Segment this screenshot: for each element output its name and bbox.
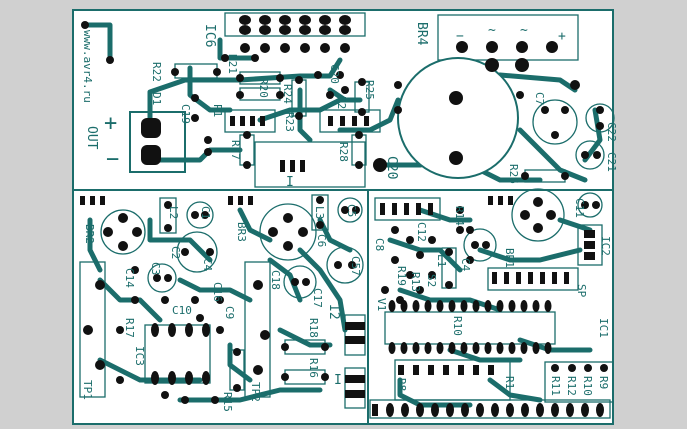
label-r10: R10 <box>451 316 464 336</box>
label-r21: R21 <box>226 54 239 74</box>
label-out-minus: − <box>106 147 119 172</box>
label-i2: I2 <box>326 304 341 320</box>
label-c57: C57 <box>349 256 362 276</box>
label-c11: C11 <box>573 198 586 218</box>
label-c4: C4 <box>201 258 214 272</box>
label-c21: C21 <box>605 152 618 172</box>
label-c5: C5 <box>345 204 358 217</box>
label-r11: R11 <box>549 376 562 396</box>
label-br2: BR2 <box>83 224 96 244</box>
label-c12: C12 <box>415 222 428 242</box>
label-c10: C10 <box>172 304 192 317</box>
label-r14: R14 <box>453 206 466 226</box>
label-br4-minus: − <box>456 29 464 44</box>
label-ic1: IC1 <box>597 318 610 338</box>
label-out: OUT <box>84 126 99 150</box>
label-r24: R24 <box>281 84 294 104</box>
watermark: www.avr4.ru <box>81 30 94 103</box>
label-v1: V1 <box>375 298 388 311</box>
label-c20b: C20 <box>384 156 399 179</box>
label-r15: R15 <box>221 392 234 412</box>
label-c9: C9 <box>223 306 236 319</box>
label-l1: L1 <box>435 254 448 267</box>
label-tp2: TP2 <box>249 382 262 402</box>
label-r23: R23 <box>283 112 296 132</box>
label-p1: P1 <box>211 104 224 117</box>
label-l2: L2 <box>167 206 180 219</box>
label-c6: C6 <box>315 234 328 247</box>
label-i-bottom: I <box>334 373 342 388</box>
label-c2: C2 <box>169 246 182 259</box>
label-p2: P2 <box>335 96 348 109</box>
label-c19: C19 <box>179 104 192 124</box>
outlines <box>79 12 615 419</box>
label-c1: C1 <box>199 206 212 219</box>
label-br4-tilde2: ~ <box>520 23 528 38</box>
label-c20: C20 <box>328 64 341 84</box>
label-r19: R19 <box>395 266 408 286</box>
label-c16: C16 <box>211 282 224 302</box>
label-c18: C18 <box>269 270 282 290</box>
label-c14: C14 <box>123 268 136 288</box>
label-l3: L3 <box>313 206 326 219</box>
label-c7: C7 <box>533 92 546 105</box>
label-br1: BR1 <box>503 248 516 268</box>
label-br4: BR4 <box>414 22 429 46</box>
component-labels: www.avr4.ru IC6 BR4 − ~ ~ + R22 R21 R20 … <box>81 22 618 412</box>
label-d1: D1 <box>150 92 163 105</box>
label-out-plus: + <box>104 111 117 136</box>
label-ic3: IC3 <box>133 346 146 366</box>
label-c8: C8 <box>373 238 386 251</box>
label-c17: C17 <box>311 288 324 308</box>
label-r9: R9 <box>597 376 610 389</box>
label-s2: S2 <box>425 274 438 287</box>
label-r28: R28 <box>337 142 350 162</box>
label-r22: R22 <box>150 62 163 82</box>
label-r1: R1 <box>503 376 516 389</box>
label-br3: BR3 <box>235 222 248 242</box>
label-r10b: R10 <box>581 376 594 396</box>
label-br4-plus: + <box>558 29 566 44</box>
label-r20: R20 <box>257 78 270 98</box>
label-r16: R16 <box>307 358 320 378</box>
label-sp: SP <box>575 284 588 298</box>
label-r17: R17 <box>123 318 136 338</box>
pads <box>80 15 608 417</box>
label-c22: C22 <box>605 122 618 142</box>
label-br4-tilde1: ~ <box>488 23 496 38</box>
label-r12: R12 <box>565 376 578 396</box>
label-ic2: IC2 <box>599 236 612 256</box>
label-tp1: TP1 <box>81 380 94 400</box>
label-ic6: IC6 <box>202 24 217 47</box>
label-i-top: I <box>286 175 294 190</box>
label-c3: C3 <box>149 262 162 275</box>
label-r26: R26 <box>507 164 520 184</box>
label-c4b: C4 <box>459 258 472 272</box>
label-r18: R18 <box>307 318 320 338</box>
label-r13: R13 <box>409 272 422 292</box>
label-r27: R27 <box>229 140 242 160</box>
label-r25: R25 <box>363 80 376 100</box>
label-r8: R8 <box>395 378 408 391</box>
